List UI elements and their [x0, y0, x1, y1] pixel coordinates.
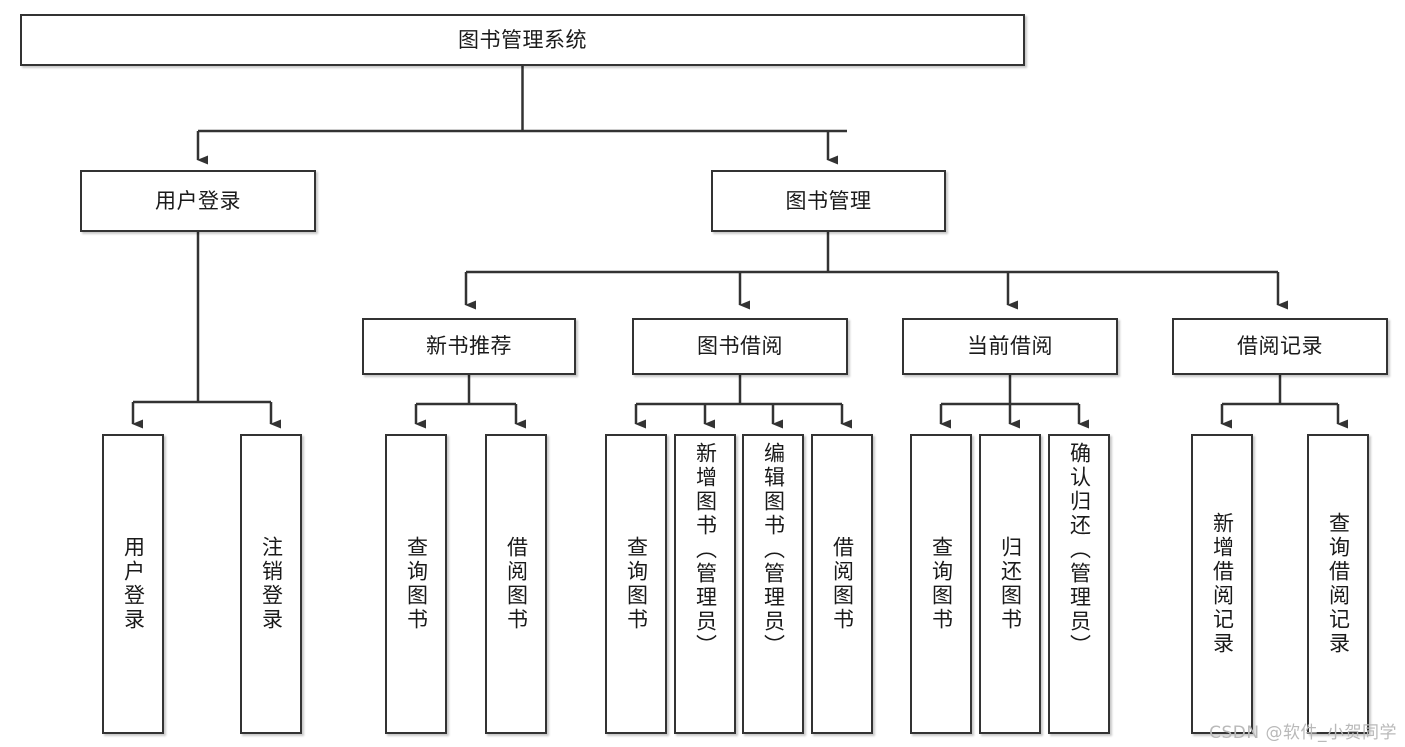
leaf-add-book-admin[interactable]: 新增图书（管理员） — [674, 434, 736, 734]
node-label: 借阅图书 — [504, 536, 529, 632]
node-user-login[interactable]: 用户登录 — [80, 170, 316, 232]
leaf-borrow-book[interactable]: 借阅图书 — [811, 434, 873, 734]
leaf-edit-book-admin[interactable]: 编辑图书（管理员） — [742, 434, 804, 734]
node-label: 图书借阅 — [697, 334, 783, 359]
node-label: 新增借阅记录 — [1210, 512, 1235, 656]
node-label: 查询图书 — [404, 536, 429, 632]
leaf-logout[interactable]: 注销登录 — [240, 434, 302, 734]
leaf-query-book-recommend[interactable]: 查询图书 — [385, 434, 447, 734]
node-label: 归还图书 — [998, 536, 1023, 632]
leaf-query-borrow-record[interactable]: 查询借阅记录 — [1307, 434, 1369, 734]
node-label: 新书推荐 — [426, 334, 512, 359]
node-label: 查询借阅记录 — [1326, 512, 1351, 656]
node-current-borrow[interactable]: 当前借阅 — [902, 318, 1118, 375]
leaf-user-login[interactable]: 用户登录 — [102, 434, 164, 734]
leaf-query-book-borrow[interactable]: 查询图书 — [605, 434, 667, 734]
node-borrow-record[interactable]: 借阅记录 — [1172, 318, 1388, 375]
watermark-text: CSDN @软件_小贺同学 — [1209, 723, 1397, 743]
node-label: 查询图书 — [624, 536, 649, 632]
leaf-return-book[interactable]: 归还图书 — [979, 434, 1041, 734]
node-root-system[interactable]: 图书管理系统 — [20, 14, 1025, 66]
leaf-add-borrow-record[interactable]: 新增借阅记录 — [1191, 434, 1253, 734]
leaf-query-book-current[interactable]: 查询图书 — [910, 434, 972, 734]
node-label: 借阅图书 — [830, 536, 855, 632]
node-book-management[interactable]: 图书管理 — [711, 170, 946, 232]
leaf-borrow-book-recommend[interactable]: 借阅图书 — [485, 434, 547, 734]
node-label: 用户登录 — [155, 188, 241, 213]
node-label: 注销登录 — [259, 536, 284, 632]
node-label: 查询图书 — [929, 536, 954, 632]
node-label: 图书管理 — [785, 188, 872, 213]
node-label: 图书管理系统 — [458, 27, 587, 52]
node-book-borrow[interactable]: 图书借阅 — [632, 318, 848, 375]
node-label: 用户登录 — [121, 536, 146, 632]
node-label: 编辑图书（管理员） — [761, 442, 786, 658]
node-label: 确认归还（管理员） — [1067, 442, 1092, 658]
node-label: 借阅记录 — [1237, 334, 1323, 359]
node-label: 新增图书（管理员） — [693, 442, 718, 658]
node-label: 当前借阅 — [967, 334, 1053, 359]
leaf-confirm-return-admin[interactable]: 确认归还（管理员） — [1048, 434, 1110, 734]
node-new-book-recommend[interactable]: 新书推荐 — [362, 318, 576, 375]
